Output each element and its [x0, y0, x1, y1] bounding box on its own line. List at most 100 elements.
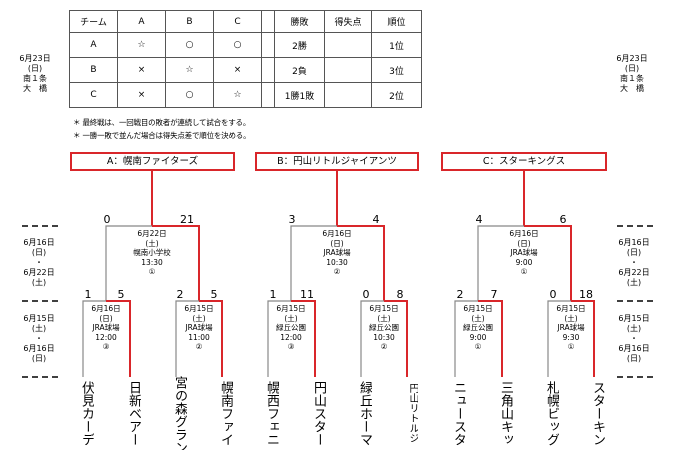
team-name: 幌西フェニ	[264, 380, 279, 446]
standings-cell	[324, 82, 372, 108]
match-info-line: 6月15日	[276, 304, 306, 313]
standings-cell: 2勝	[274, 32, 325, 58]
standings-cell: ×	[213, 57, 262, 83]
side-text: 6月23日	[19, 54, 51, 63]
score: 4	[475, 213, 483, 226]
side-text: 大 橋	[620, 84, 644, 93]
side-text: 大 橋	[23, 84, 47, 93]
score: 5	[117, 288, 125, 301]
match-info-line: 12:00	[280, 332, 302, 342]
side-label-final: 6月23日 (日) 南１条 大 橋	[18, 54, 52, 94]
standings-cell: 1位	[371, 32, 422, 58]
side-text: 6月16日	[23, 344, 55, 353]
match-info-line: 9:30	[562, 332, 580, 342]
winner-path	[199, 300, 223, 377]
match-info-line: ①	[567, 342, 575, 351]
side-text: 6月16日	[23, 238, 55, 247]
match-info-line: (日)	[99, 313, 113, 323]
match-info-line: 10:30	[373, 332, 395, 342]
bracket-line	[547, 300, 571, 377]
match-info-line: ①	[148, 267, 156, 276]
match-info-line: ③	[287, 342, 295, 351]
match-info-line: ①	[520, 267, 528, 276]
match-info-line: 6月15日	[184, 304, 214, 313]
standings-cell: ☆	[165, 57, 214, 83]
match-info-line: 9:00	[515, 257, 533, 267]
match-info-line: JRA球場	[92, 323, 120, 332]
winner-path	[571, 300, 595, 377]
match-info-line: (土)	[192, 313, 206, 323]
side-text: 6月22日	[23, 268, 55, 277]
block-winner-box: A：幌南ファイターズ	[70, 152, 235, 171]
match-info-line: 6月16日	[509, 229, 539, 238]
side-text: (日)	[624, 64, 640, 73]
match-info-line: 6月15日	[556, 304, 586, 313]
standings-table: チーム A B C 勝敗 得失点 順位 A ☆ ○ ○ 2勝 1位 B × ☆ …	[69, 10, 422, 108]
match-info-line: 緑丘公園	[276, 323, 306, 332]
match-info-line: 緑丘公園	[369, 323, 399, 332]
match-info-line: 9:00	[469, 332, 487, 342]
match-info-line: JRA球場	[185, 323, 213, 332]
match-info-line: ②	[195, 342, 203, 351]
match-info-line: 13:30	[141, 257, 163, 267]
match-info-line: (日)	[517, 238, 531, 248]
score: 8	[396, 288, 404, 301]
match-info-line: (日)	[330, 238, 344, 248]
side-label-round1: 6月15日 (土) ・ 6月16日 (日)	[22, 314, 56, 364]
match-info-line: ②	[333, 267, 341, 276]
team-name: 伏見カーデ	[79, 380, 94, 446]
standings-cell: ×	[117, 82, 166, 108]
score: 1	[84, 288, 92, 301]
team-name: 円山スター	[311, 380, 326, 446]
match-info-line: 6月16日	[91, 304, 121, 313]
standings-cell: ○	[165, 82, 214, 108]
bracket-line	[175, 300, 199, 377]
match-info-line: 11:00	[188, 332, 210, 342]
winner-path	[106, 300, 131, 377]
score: 3	[288, 213, 296, 226]
block-winner-box: B：円山リトルジャイアンツ	[255, 152, 419, 171]
bracket-line	[267, 300, 291, 377]
score: 4	[372, 213, 380, 226]
match-info: 6月15日 (土) 緑丘公園 9:00 ①	[438, 304, 518, 352]
match-info: 6月15日 (土) JRA球場 11:00 ②	[159, 304, 239, 352]
side-text: ・	[630, 334, 638, 343]
match-info: 6月22日 (土) 幌南小学校 13:30 ①	[112, 229, 192, 277]
side-text: 6月15日	[618, 314, 650, 323]
side-text: (日)	[626, 354, 642, 363]
score: 0	[103, 213, 111, 226]
side-label-round1: 6月15日 (土) ・ 6月16日 (日)	[617, 314, 651, 364]
side-label-final: 6月23日 (日) 南１条 大 橋	[615, 54, 649, 94]
team-name: 円山リトルジ	[407, 383, 418, 443]
side-text: 6月16日	[618, 238, 650, 247]
score: 18	[579, 288, 593, 301]
match-info-line: (土)	[471, 313, 485, 323]
standings-cell: 2位	[371, 82, 422, 108]
match-info-line: (土)	[377, 313, 391, 323]
winner-path	[152, 225, 200, 301]
bracket-line	[360, 300, 384, 377]
score: 1	[269, 288, 277, 301]
bracket-line	[105, 225, 152, 301]
side-text: (日)	[27, 64, 43, 73]
standings-cell: C	[69, 82, 118, 108]
score: 21	[180, 213, 194, 226]
match-info: 6月15日 (土) JRA球場 9:30 ①	[531, 304, 611, 352]
side-text: (日)	[31, 354, 47, 363]
match-info-line: (土)	[284, 313, 298, 323]
match-info-line: (土)	[564, 313, 578, 323]
match-info-line: JRA球場	[510, 248, 538, 257]
standings-cell: 3位	[371, 57, 422, 83]
standings-cell: ☆	[213, 82, 262, 108]
match-info-line: 幌南小学校	[133, 248, 171, 257]
match-info: 6月15日 (土) 緑丘公園 10:30 ②	[344, 304, 424, 352]
score: 6	[559, 213, 567, 226]
side-text: (日)	[626, 248, 642, 257]
score: 11	[300, 288, 314, 301]
match-info-line: 12:00	[95, 332, 117, 342]
bracket-line	[290, 225, 337, 301]
score: 2	[176, 288, 184, 301]
side-label-round2: 6月16日 (日) ・ 6月22日 (土)	[22, 238, 56, 288]
side-text: 6月16日	[618, 344, 650, 353]
team-name: 宮の森グラン	[172, 376, 187, 450]
